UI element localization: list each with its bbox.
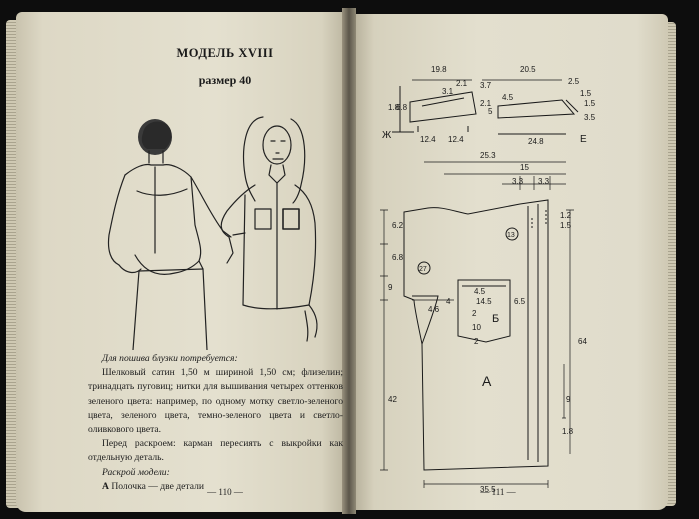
dim-2-1a: 2.1 [456, 79, 468, 88]
dim-24-8: 24.8 [528, 137, 544, 146]
dim-1-8: 1.8 [388, 103, 400, 112]
dimension-lines [380, 209, 574, 488]
sewing-pattern: 19.8 20.5 3.1 2.1 3.7 2.1 2.5 1.5 1.5 4.… [380, 65, 596, 494]
label-a: А [482, 373, 492, 389]
collar-piece-right [497, 99, 579, 135]
cutting-item-a: А Полочка — две детали [88, 480, 343, 494]
model-title: МОДЕЛЬ XVIII [176, 46, 274, 60]
dim-20-5: 20.5 [520, 65, 536, 74]
page-number-right: — 111 — [480, 487, 516, 497]
dim-35-5: 35.5 [480, 485, 496, 494]
circle-27: 27 [419, 266, 427, 273]
right-page [352, 14, 668, 510]
dim-2: 2 [472, 309, 477, 318]
before-cutting-text: Перед раскроем: карман пересиять с выкро… [88, 438, 343, 464]
dim-64: 64 [578, 337, 587, 346]
dim-5: 5 [488, 107, 493, 116]
dim-2-1b: 2.1 [480, 99, 492, 108]
label-zh: Ж [382, 130, 392, 141]
piece-letter: А [102, 480, 109, 492]
dim-42: 42 [388, 395, 397, 404]
body-text: Для пошива блузки потребуется: Шелковый … [88, 352, 343, 494]
dim-15: 15 [520, 163, 529, 172]
dim-19-8: 19.8 [431, 65, 447, 74]
dim-9: 9 [388, 283, 393, 292]
collar-piece-left [392, 86, 477, 133]
dim-12-4b: 12.4 [448, 135, 464, 144]
front-view-figure [220, 116, 318, 342]
dim-4-6: 4.6 [428, 305, 440, 314]
circle-13: 13 [507, 232, 515, 239]
dim-9b: 9 [566, 395, 571, 404]
dim-4-5b: 4.5 [474, 287, 486, 296]
dim-2b: 2 [474, 337, 479, 346]
book-gutter [342, 8, 356, 514]
dim-1-5a: 1.5 [580, 89, 592, 98]
dim-3-7: 3.7 [480, 81, 492, 90]
piece-desc: Полочка — две детали [108, 480, 204, 492]
materials-text: Шелковый сатин 1,50 м шириной 1,50 см; ф… [88, 367, 343, 436]
dim-3-5: 3.5 [584, 113, 596, 122]
dim-10: 10 [472, 323, 481, 332]
dim-3-3b: 3.3 [538, 177, 550, 186]
dim-4-5a: 4.5 [502, 93, 514, 102]
page-number-left: — 110 — [207, 487, 243, 497]
cutting-heading: Раскрой модели: [102, 466, 170, 478]
dim-1-2: 1.2 [560, 211, 572, 220]
label-b: Б [492, 313, 499, 325]
dim-3-1: 3.1 [442, 87, 454, 96]
right-page-edges [666, 22, 676, 506]
dim-6-5: 6.5 [514, 297, 526, 306]
dim-1-8b: 1.8 [562, 427, 574, 436]
dim-6-8b: 6.8 [392, 253, 404, 262]
dim-1-5c: 1.5 [560, 221, 572, 230]
dim-14-5: 14.5 [476, 297, 492, 306]
materials-heading: Для пошива блузки потребуется: [102, 353, 238, 364]
dim-12-4a: 12.4 [420, 135, 436, 144]
dim-4: 4 [446, 297, 451, 306]
dim-25-3: 25.3 [480, 151, 496, 160]
back-view-figure [107, 119, 232, 350]
dim-1-5b: 1.5 [584, 99, 596, 108]
dim-2-5: 2.5 [568, 77, 580, 86]
bodice-piece-a [403, 199, 549, 471]
left-page-edges [6, 20, 18, 508]
left-page [16, 12, 348, 512]
mark-13 [505, 227, 519, 241]
dim-6-8a: 6.8 [396, 103, 408, 112]
model-size: размер 40 [198, 73, 252, 87]
blouse-illustration [107, 116, 318, 350]
dim-6-2: 6.2 [392, 221, 404, 230]
label-e: Е [580, 134, 587, 145]
mark-27 [417, 261, 431, 275]
dim-3-3a: 3.3 [512, 177, 524, 186]
